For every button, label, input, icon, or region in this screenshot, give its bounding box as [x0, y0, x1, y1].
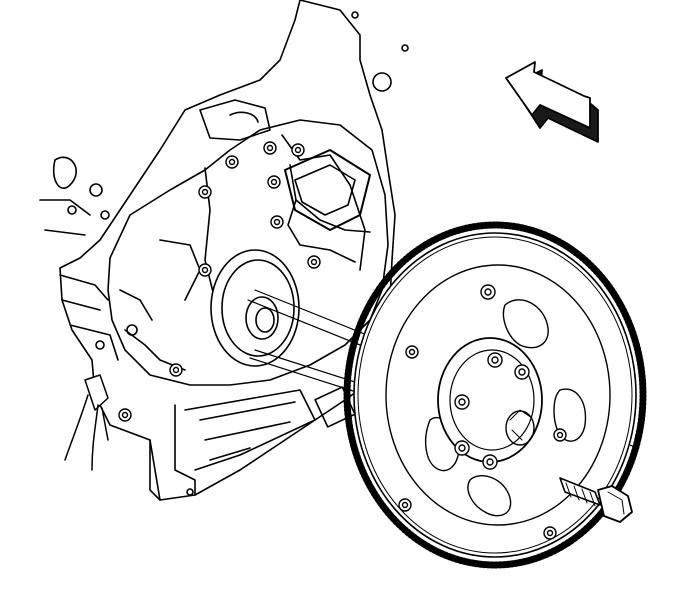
block-bolts — [118, 141, 321, 422]
bolt-icon — [307, 255, 321, 269]
bolt-icon — [480, 284, 496, 300]
flexplate-disc — [385, 264, 611, 526]
flexplate-cutout — [553, 388, 587, 442]
crankshaft-flange — [210, 249, 300, 367]
bolt-icon — [291, 143, 305, 157]
block-outline — [59, 0, 401, 501]
flywheel-bolts — [398, 284, 567, 540]
bolt-icon — [482, 454, 498, 470]
bolt-icon — [405, 345, 419, 359]
bolt-icon — [267, 175, 281, 189]
bolt-icon — [487, 352, 503, 368]
direction-arrow-icon — [505, 61, 599, 143]
flexplate-cutout — [467, 475, 512, 517]
bolt-icon — [118, 408, 132, 422]
sensor-harness — [64, 374, 109, 471]
bolt-icon — [454, 394, 470, 410]
bolt-icon — [198, 185, 212, 199]
bolt-icon — [398, 498, 412, 512]
bolt-icon — [454, 440, 470, 456]
bolt-icon — [514, 364, 530, 380]
bolt-icon — [559, 477, 633, 523]
bolt-icon — [270, 215, 284, 229]
engine-block — [39, 0, 409, 501]
ring-gear — [343, 221, 647, 569]
bolt-icon — [543, 526, 557, 540]
flexplate-cutout — [502, 299, 549, 349]
bolt-icon — [198, 263, 212, 277]
bolt-icon — [169, 363, 183, 377]
bolt-icon — [263, 141, 277, 155]
bolt-icon — [225, 155, 239, 169]
flywheel — [343, 221, 647, 569]
bolt-icon — [553, 428, 567, 442]
